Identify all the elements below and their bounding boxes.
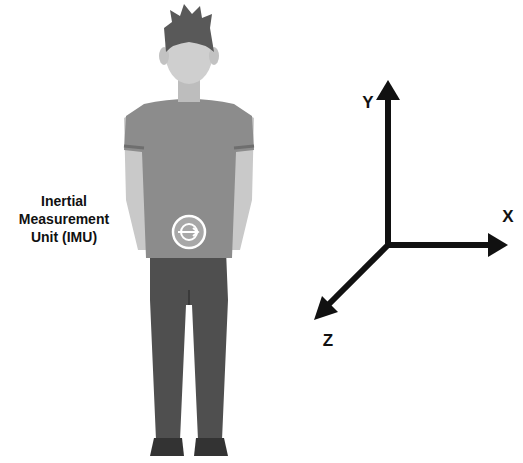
axis-label: Z <box>318 330 338 352</box>
pants <box>150 250 228 440</box>
sleeve-edge <box>234 146 254 148</box>
arrowhead <box>314 296 338 320</box>
axis-label: Y <box>358 92 378 114</box>
axis-label: X <box>498 206 518 228</box>
z-axis <box>328 243 390 305</box>
shirt <box>124 99 254 258</box>
shoe <box>150 438 184 456</box>
leg-seam <box>188 290 190 305</box>
x-axis <box>385 242 492 248</box>
sleeve-edge <box>124 146 144 148</box>
y-axis <box>385 96 391 248</box>
imu-arrowhead <box>193 228 198 236</box>
shoe <box>194 438 228 456</box>
person-figure <box>124 4 254 456</box>
imu-arrow <box>178 231 196 233</box>
callout-label: Inertial Measurement Unit (IMU) <box>8 192 120 247</box>
imu-sensor <box>173 216 205 248</box>
arrowhead <box>488 233 508 257</box>
ear <box>209 47 219 65</box>
hair <box>164 4 214 52</box>
axes <box>314 80 508 320</box>
arrowhead <box>376 80 400 100</box>
